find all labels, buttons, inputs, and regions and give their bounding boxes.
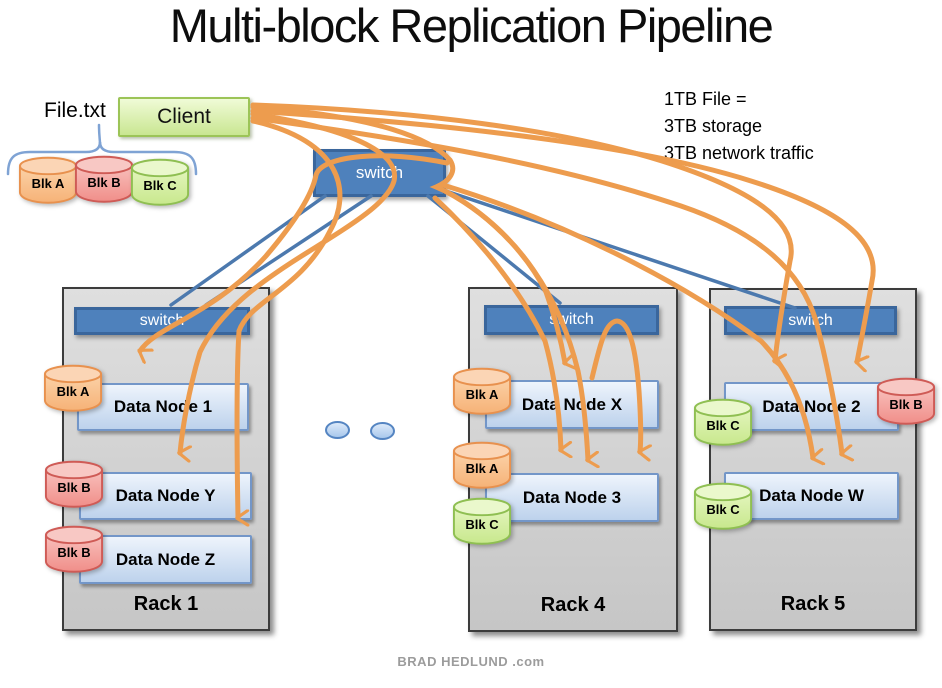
data-node-z-label: Data Node Z	[115, 549, 216, 569]
data-node-z: Data Node Z	[79, 535, 252, 584]
annotation-line: 1TB File =	[664, 89, 747, 109]
file-block-a-cylinder-icon: Blk A	[18, 155, 78, 204]
rack4-label: Rack 4	[540, 594, 606, 616]
rack5-block-c-cylinder-icon: Blk C	[693, 397, 753, 446]
core-switch: switch	[313, 149, 446, 197]
rack5-label: Rack 5	[780, 593, 846, 615]
data-node-2-label: Data Node 2	[762, 396, 861, 416]
rack4-switch: switch	[484, 305, 659, 335]
client-label: Client	[157, 105, 211, 128]
annotation-line: 3TB storage	[664, 116, 763, 136]
rack4-block-c-cylinder-icon: Blk C	[452, 496, 512, 545]
rack5-switch: switch	[724, 306, 897, 335]
page-title: Multi-block Replication Pipeline	[169, 0, 774, 52]
rack5-block-c2-cylinder-icon: Blk C	[693, 481, 753, 530]
data-node-1-label: Data Node 1	[113, 397, 213, 416]
rack1-label: Rack 1	[133, 593, 199, 615]
data-node-w-label: Data Node W	[759, 486, 864, 505]
rack5-block-b-cylinder-icon: Blk B	[876, 376, 936, 425]
data-node-x-label: Data Node X	[521, 394, 623, 414]
rack5-switch-label: switch	[788, 311, 833, 329]
data-node-y: Data Node Y	[79, 472, 252, 520]
rack-5: switch Data Node 2 Data Node W Rack 5	[709, 288, 917, 631]
rack1-block-a-cylinder-icon: Blk A	[43, 363, 103, 412]
storage-annotation: 1TB File = 3TB storage 3TB network traff…	[664, 86, 814, 167]
file-block-c-cylinder-icon: Blk C	[130, 157, 190, 206]
annotation-line: 3TB network traffic	[664, 143, 814, 163]
watermark: BRAD HEDLUND .com	[397, 654, 545, 669]
rack4-block-a-cylinder-icon: Blk A	[452, 366, 512, 415]
core-switch-label: switch	[355, 163, 404, 182]
client-box: Client	[118, 97, 250, 137]
data-node-3-label: Data Node 3	[522, 487, 622, 507]
rack4-switch-label: switch	[549, 311, 594, 328]
rack1-block-b-cylinder-icon: Blk B	[44, 459, 104, 508]
file-name-label: File.txt	[44, 99, 106, 122]
rack1-switch: switch	[74, 307, 250, 335]
rack1-block-b2-cylinder-icon: Blk B	[44, 524, 104, 573]
data-node-w: Data Node W	[724, 472, 899, 520]
rack4-block-a2-cylinder-icon: Blk A	[452, 440, 512, 489]
ellipsis-dot-icon	[370, 422, 395, 440]
file-block-b-cylinder-icon: Blk B	[74, 154, 134, 203]
ellipsis-dot-icon	[325, 421, 350, 439]
data-node-y-label: Data Node Y	[115, 486, 216, 505]
rack1-switch-label: switch	[139, 312, 185, 329]
data-node-3: Data Node 3	[485, 473, 659, 522]
